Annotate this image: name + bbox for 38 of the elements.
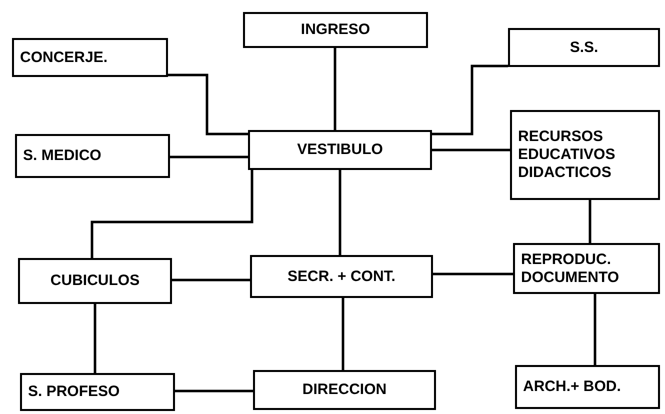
room-label: RECURSOS EDUCATIVOS DIDACTICOS	[518, 128, 616, 182]
connector-line	[342, 298, 344, 370]
room-label: VESTIBULO	[297, 141, 383, 159]
room-label: S. PROFESO	[28, 383, 120, 401]
room-box	[508, 28, 660, 67]
room-label: DIRECCION	[302, 381, 387, 399]
connector-line	[168, 74, 248, 136]
room-box	[18, 258, 172, 304]
connector-line	[170, 156, 248, 158]
room-label: S. MEDICO	[23, 147, 102, 165]
room-label: CONCERJE.	[20, 48, 108, 66]
room-label: REPRODUC. DOCUMENTO	[521, 250, 620, 286]
connector-line	[594, 294, 596, 365]
connector-line	[588, 200, 592, 243]
room-box	[510, 110, 660, 200]
connector-line	[432, 148, 510, 152]
connector-line	[90, 170, 254, 258]
room-box	[15, 134, 170, 178]
room-box	[515, 365, 660, 409]
room-label: S.S.	[570, 38, 598, 56]
room-label: SECR. + CONT.	[288, 268, 396, 286]
room-box	[243, 12, 428, 48]
room-box	[253, 370, 436, 410]
room-box	[250, 255, 433, 298]
room-box	[20, 373, 175, 411]
room-box	[248, 130, 432, 170]
room-label: CUBICULOS	[50, 272, 140, 290]
room-label: INGRESO	[300, 21, 370, 39]
connector-line	[334, 48, 336, 130]
room-box	[12, 38, 168, 77]
connector-line	[338, 170, 342, 255]
room-label: ARCH.+ BOD.	[523, 378, 621, 396]
connector-line	[432, 64, 508, 136]
room-box	[513, 243, 660, 294]
connector-line	[175, 390, 253, 392]
connector-line	[433, 272, 513, 276]
connector-line	[172, 278, 250, 282]
connector-line	[94, 304, 96, 373]
